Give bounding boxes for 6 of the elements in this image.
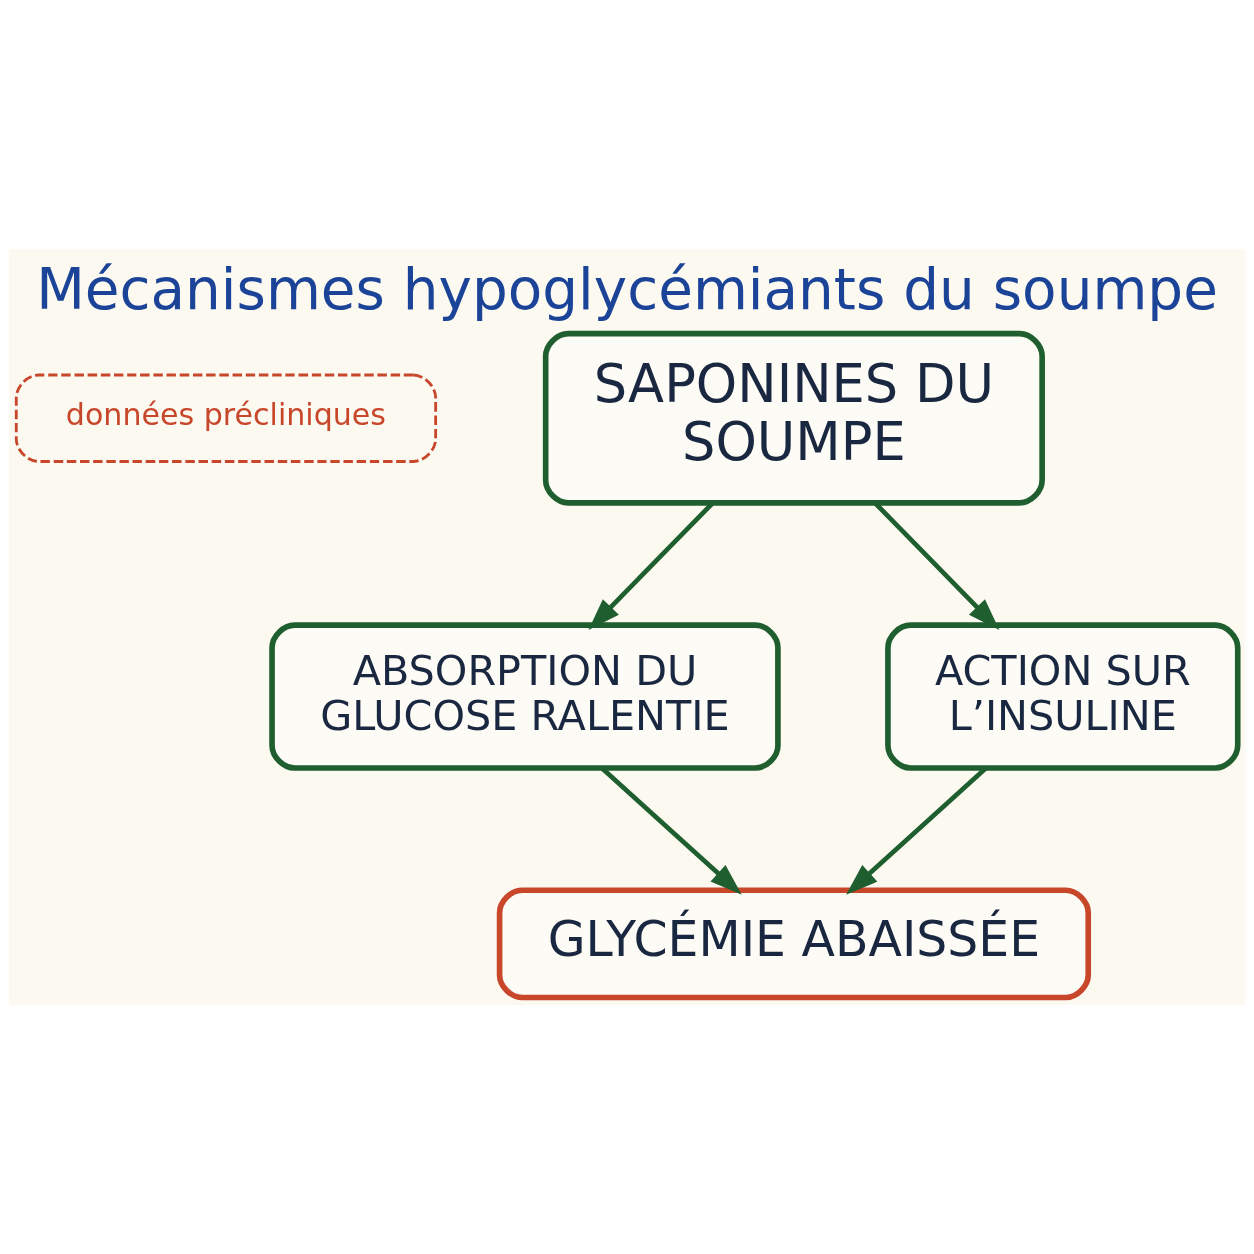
node-box: GLYCÉMIE ABAISSÉE — [496, 887, 1092, 1001]
node-box: ABSORPTION DU GLUCOSE RALENTIE — [269, 622, 781, 771]
node-box: SAPONINES DU SOUMPE — [542, 330, 1045, 506]
node-box: ACTION SUR L’INSULINE — [885, 622, 1241, 771]
diagram-title: Mécanismes hypoglycémiants du soumpe — [36, 257, 1218, 323]
node-box: données précliniques — [14, 373, 438, 463]
